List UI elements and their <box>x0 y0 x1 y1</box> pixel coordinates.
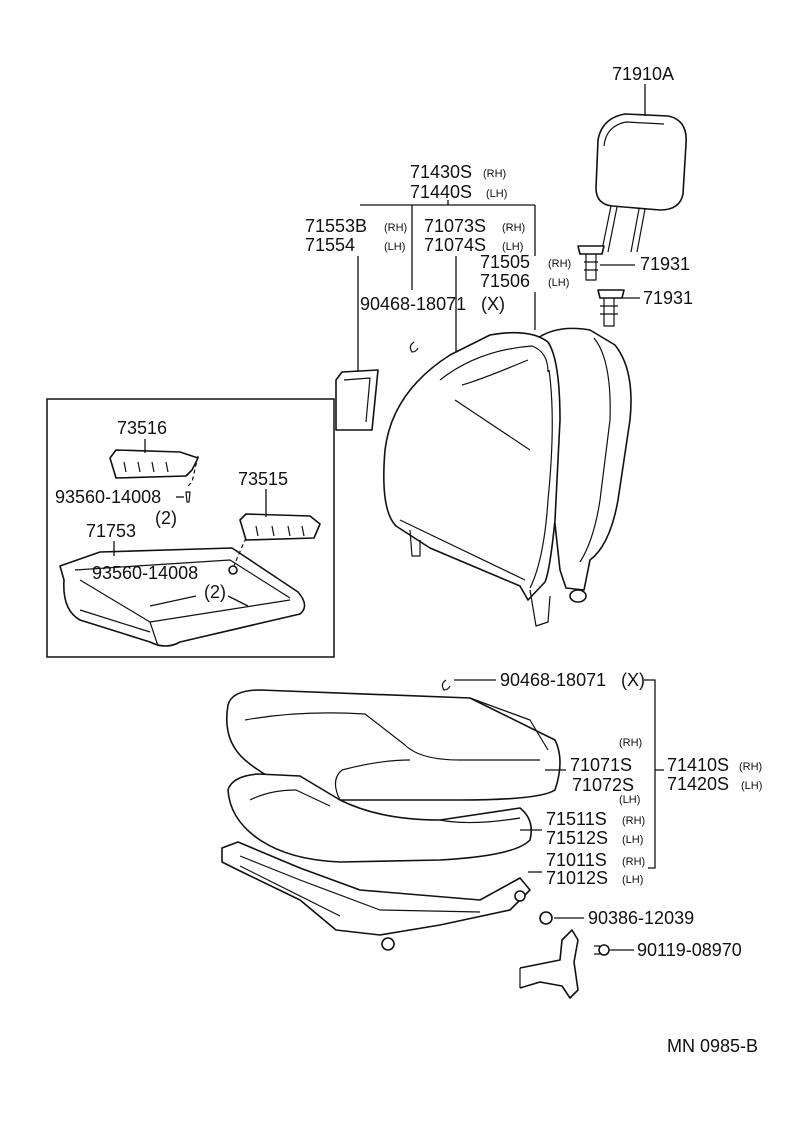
shield-drawing <box>59 547 306 647</box>
back-cover-rh-label: 71073S <box>424 216 486 236</box>
recliner-cover-drawing <box>335 369 379 431</box>
lh-note: (LH) <box>622 874 643 886</box>
leader-bracket <box>644 679 656 869</box>
leader-line <box>227 595 249 607</box>
headrest-support-lower-drawing <box>597 289 625 327</box>
nut-drawing <box>539 911 553 925</box>
inset-box <box>46 398 335 658</box>
rh-note: (RH) <box>548 258 571 270</box>
back-cover-lh-label: 71074S <box>424 235 486 255</box>
bolt-drawing <box>594 944 610 956</box>
recliner-cover-rh-label: 71553B <box>305 216 367 236</box>
support-lower-part-label: 71931 <box>643 288 693 308</box>
lh-note: (LH) <box>622 834 643 846</box>
cushion-assy-lh-label: 71420S <box>667 774 729 794</box>
back-pad-lh-label: 71506 <box>480 271 530 291</box>
cushion-cover-lh-label: 71072S <box>572 775 634 795</box>
hog-ring-lower-label: 90468-18071 <box>500 670 606 690</box>
rh-note: (RH) <box>384 222 407 234</box>
cushion-pad-rh-label: 71511S <box>546 809 607 829</box>
seatback-assy-lh-label: 71440S <box>410 182 472 202</box>
lh-note: (LH) <box>741 780 762 792</box>
screw-upper-drawing <box>185 491 191 503</box>
bracket-lower-drawing <box>233 513 321 567</box>
rh-note: (RH) <box>483 168 506 180</box>
shield-label: 71753 <box>86 521 136 541</box>
diagram-id: MN 0985-B <box>667 1036 758 1056</box>
headrest-part-label: 71910A <box>612 64 674 84</box>
rh-note: (RH) <box>622 856 645 868</box>
lh-note: (LH) <box>486 188 507 200</box>
cushion-pad-lh-label: 71512S <box>546 828 608 848</box>
hog-ring-lower-drawing <box>441 679 451 691</box>
rh-note: (RH) <box>622 815 645 827</box>
leader-line <box>149 595 197 607</box>
cushion-cover-lh-note: (LH) <box>619 794 640 806</box>
rh-note: (RH) <box>739 761 762 773</box>
cushion-pad-drawing <box>227 773 533 863</box>
cushion-frame-drawing <box>221 841 531 951</box>
screw-upper-qty: (2) <box>155 508 177 528</box>
lh-note: (LH) <box>548 277 569 289</box>
cushion-cover-rh-label: 71071S <box>570 755 632 775</box>
support-upper-part-label: 71931 <box>640 254 690 274</box>
cushion-frame-rh-label: 71011S <box>546 850 607 870</box>
cushion-assy-rh-label: 71410S <box>667 755 729 775</box>
screw-lower-drawing <box>228 565 238 575</box>
cushion-frame-lh-label: 71012S <box>546 868 608 888</box>
recliner-cover-lh-label: 71554 <box>305 235 355 255</box>
headrest-support-upper-drawing <box>577 245 605 281</box>
lh-note: (LH) <box>384 241 405 253</box>
screw-lower-label: 93560-14008 <box>92 563 198 583</box>
hog-ring-lower-note: (X) <box>621 670 645 690</box>
hog-ring-upper-drawing <box>409 341 419 353</box>
bracket-lower-label: 73515 <box>238 469 288 489</box>
bracket-upper-drawing <box>109 449 199 489</box>
bracket-upper-label: 73516 <box>117 418 167 438</box>
rh-note: (RH) <box>502 222 525 234</box>
hog-ring-upper-label: 90468-18071 <box>360 294 466 314</box>
seatback-drawing <box>383 327 632 627</box>
lh-note: (LH) <box>502 241 523 253</box>
hog-ring-upper-note: (X) <box>481 294 505 314</box>
seat-rail-drawing <box>519 929 579 999</box>
nut-label: 90386-12039 <box>588 908 694 928</box>
screw-lower-qty: (2) <box>204 582 226 602</box>
seatback-assy-rh-label: 71430S <box>410 162 472 182</box>
bolt-label: 90119-08970 <box>637 940 742 960</box>
back-pad-rh-label: 71505 <box>480 252 530 272</box>
cushion-cover-rh-note: (RH) <box>619 737 642 749</box>
screw-upper-label: 93560-14008 <box>55 487 161 507</box>
headrest-drawing <box>595 113 687 253</box>
cushion-cover-drawing <box>226 689 561 801</box>
